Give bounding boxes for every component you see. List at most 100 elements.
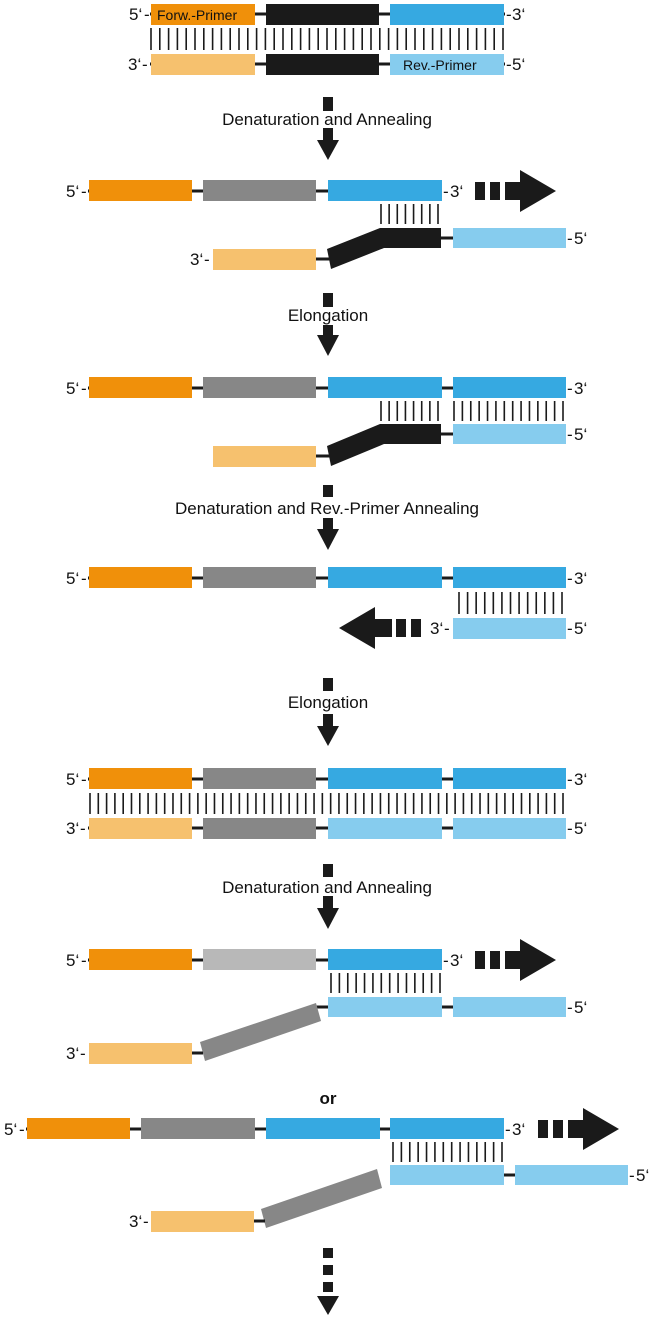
step-label-denaturation-annealing: Denaturation and Annealing xyxy=(222,110,432,129)
forward-primer-block xyxy=(89,949,192,970)
insert-block xyxy=(203,567,316,588)
panel-annealing-alternative: 5‘ - - 3‘ - 5‘ 3‘ - xyxy=(4,1108,649,1232)
panel-full-duplex: 5‘ - - 3‘ 3‘ - - 5‘ xyxy=(66,768,587,839)
forward-primer-complement-block xyxy=(151,1211,254,1232)
forward-primer-block xyxy=(151,4,255,25)
label-5-prime: 5‘ xyxy=(66,770,79,789)
label-5-prime: 5‘ xyxy=(66,569,79,588)
svg-text:-: - xyxy=(80,1044,86,1063)
forward-primer-complement-block xyxy=(213,446,316,467)
svg-text:-: - xyxy=(444,619,450,638)
forward-primer-complement-block xyxy=(151,54,255,75)
base-pair-ticks xyxy=(458,592,563,614)
dashed-arrow-down-icon xyxy=(317,97,339,160)
svg-text:-: - xyxy=(567,379,573,398)
reverse-primer-block xyxy=(515,1165,628,1185)
template-overhang xyxy=(327,228,441,269)
label-5-prime: 5‘ xyxy=(129,5,142,24)
label-3-prime: 3‘ xyxy=(66,819,79,838)
reverse-primer-label: Rev.-Primer xyxy=(403,57,477,73)
svg-text:-: - xyxy=(81,770,87,789)
svg-text:-: - xyxy=(144,5,150,24)
step-label-denaturation-annealing: Denaturation and Annealing xyxy=(222,878,432,897)
homology-block xyxy=(328,180,442,201)
label-5-prime: 5‘ xyxy=(66,182,79,201)
reverse-primer-block xyxy=(453,228,566,248)
or-label: or xyxy=(320,1089,337,1108)
dashed-arrow-down-icon xyxy=(317,293,339,356)
reverse-primer-block xyxy=(453,618,566,639)
label-5-prime: 5‘ xyxy=(574,425,587,444)
svg-text:-: - xyxy=(505,1120,511,1139)
insert-block xyxy=(203,818,316,839)
label-5-prime: 5‘ xyxy=(512,55,525,74)
step-label-denaturation-rev-primer-annealing: Denaturation and Rev.-Primer Annealing xyxy=(175,499,479,518)
svg-text:-: - xyxy=(629,1166,635,1185)
insert-block xyxy=(203,377,316,398)
label-5-prime: 5‘ xyxy=(4,1120,17,1139)
label-3-prime: 3‘ xyxy=(129,1212,142,1231)
base-pair-ticks xyxy=(392,1142,503,1162)
reverse-primer-block xyxy=(328,997,442,1017)
homology-block xyxy=(453,768,566,789)
svg-text:-: - xyxy=(567,770,573,789)
label-3-prime: 3‘ xyxy=(512,1120,525,1139)
forward-primer-complement-block xyxy=(89,1043,192,1064)
dashed-arrow-right-icon xyxy=(475,939,556,981)
insert-block xyxy=(141,1118,255,1139)
template-block xyxy=(266,4,379,25)
label-5-prime: 5‘ xyxy=(636,1166,649,1185)
base-pair-ticks xyxy=(380,204,439,224)
base-pair-ticks xyxy=(380,401,564,421)
reverse-primer-block xyxy=(390,54,504,75)
reverse-primer-block xyxy=(453,997,566,1017)
base-pair-ticks xyxy=(89,793,564,814)
svg-text:-: - xyxy=(81,182,87,201)
homology-block xyxy=(453,567,566,588)
label-3-prime: 3‘ xyxy=(190,250,203,269)
forward-primer-block xyxy=(89,768,192,789)
svg-text:-: - xyxy=(81,951,87,970)
panel-annealing-2: 5‘ - - 3‘ - 5‘ 3‘ - xyxy=(66,939,587,1064)
dashed-arrow-right-icon xyxy=(475,170,556,212)
forward-primer-block xyxy=(89,180,192,201)
svg-text:-: - xyxy=(506,5,512,24)
dashed-arrow-down-icon xyxy=(317,864,339,929)
svg-text:-: - xyxy=(567,569,573,588)
svg-text:-: - xyxy=(567,998,573,1017)
svg-text:-: - xyxy=(19,1120,25,1139)
reverse-primer-block xyxy=(328,818,442,839)
forward-primer-block xyxy=(89,567,192,588)
label-5-prime: 5‘ xyxy=(66,951,79,970)
svg-text:-: - xyxy=(506,55,512,74)
homology-block xyxy=(453,377,566,398)
dashed-arrow-left-icon xyxy=(339,607,421,649)
forward-primer-block xyxy=(89,377,192,398)
label-5-prime: 5‘ xyxy=(574,998,587,1017)
svg-text:-: - xyxy=(443,182,449,201)
label-5-prime: 5‘ xyxy=(574,229,587,248)
homology-block xyxy=(266,1118,380,1139)
insert-block xyxy=(203,768,316,789)
homology-block xyxy=(328,377,442,398)
svg-text:-: - xyxy=(143,1212,149,1231)
forward-primer-complement-block xyxy=(89,818,192,839)
forward-primer-label: Forw.-Primer xyxy=(157,7,237,23)
insert-overhang xyxy=(261,1169,382,1228)
insert-overhang xyxy=(200,1003,321,1061)
label-3-prime: 3‘ xyxy=(450,951,463,970)
insert-block xyxy=(203,180,316,201)
forward-primer-block xyxy=(27,1118,130,1139)
reverse-primer-block xyxy=(453,424,566,444)
svg-text:-: - xyxy=(142,55,148,74)
homology-block xyxy=(328,949,442,970)
panel-initial-duplex: 5‘ - Forw.-Primer - 3‘ 3‘ - Rev.-Primer … xyxy=(128,4,525,75)
homology-block xyxy=(390,4,504,25)
step-label-elongation: Elongation xyxy=(288,306,368,325)
label-3-prime: 3‘ xyxy=(128,55,141,74)
label-5-prime: 5‘ xyxy=(574,619,587,638)
label-5-prime: 5‘ xyxy=(66,379,79,398)
homology-block xyxy=(328,768,442,789)
svg-text:-: - xyxy=(567,425,573,444)
